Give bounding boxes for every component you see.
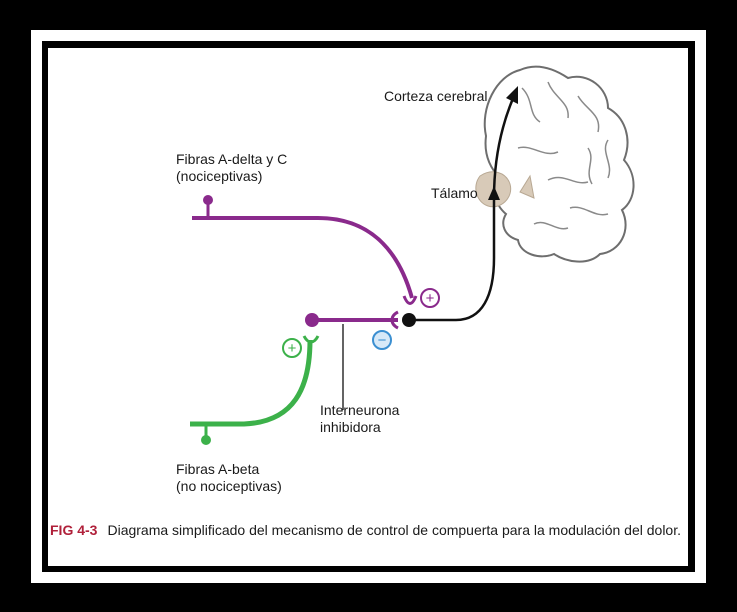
gate-control-diagram: + − + xyxy=(48,48,688,566)
label-interneuron-line2: inhibidora xyxy=(320,419,399,436)
caption-text: Diagrama simplificado del mecanismo de c… xyxy=(107,522,681,538)
figure-panel: + − + Corteza cerebral Tálamo Fibras A-d… xyxy=(48,48,688,566)
label-non-nociceptive-line1: Fibras A-beta xyxy=(176,461,282,478)
figure-number: FIG 4-3 xyxy=(50,522,97,538)
svg-text:+: + xyxy=(426,290,435,307)
figure-caption: FIG 4-3 Diagrama simplificado del mecanis… xyxy=(50,520,686,540)
label-interneuron-line1: Interneurona xyxy=(320,402,399,419)
label-interneuron: Interneurona inhibidora xyxy=(320,402,399,436)
svg-text:−: − xyxy=(378,332,387,349)
label-nociceptive-fibers: Fibras A-delta y C (nociceptivas) xyxy=(176,151,287,185)
brain-outline xyxy=(485,67,634,262)
label-thalamus: Tálamo xyxy=(431,185,478,202)
label-non-nociceptive-fibers: Fibras A-beta (no nociceptivas) xyxy=(176,461,282,495)
nociceptive-fiber-soma xyxy=(203,195,213,205)
non-nociceptive-fiber-soma xyxy=(201,435,211,445)
label-cortex: Corteza cerebral xyxy=(384,88,488,105)
plus-sign-purple: + xyxy=(421,289,439,307)
non-nociceptive-synapse-cap xyxy=(304,336,318,342)
nociceptive-fiber-line xyxy=(192,218,412,298)
label-nociceptive-line1: Fibras A-delta y C xyxy=(176,151,287,168)
label-nociceptive-line2: (nociceptivas) xyxy=(176,168,287,185)
svg-text:+: + xyxy=(288,340,297,357)
minus-sign-blue: − xyxy=(373,331,391,349)
plus-sign-green: + xyxy=(283,339,301,357)
label-non-nociceptive-line2: (no nociceptivas) xyxy=(176,478,282,495)
